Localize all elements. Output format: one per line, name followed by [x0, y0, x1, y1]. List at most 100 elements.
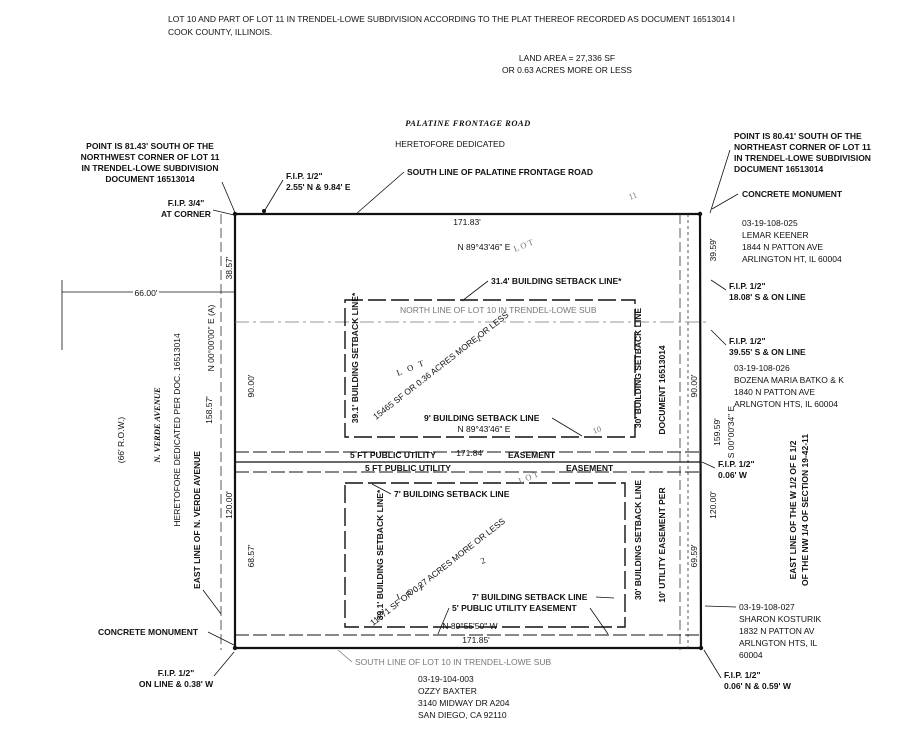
street-name: N. VERDE AVENUE — [152, 387, 162, 464]
dim-right-total: 159.59' — [712, 418, 722, 446]
fip-39-note: F.I.P. 1/2" 39.55' S & ON LINE — [729, 336, 806, 357]
setback-39-top-label: 39.1' BUILDING SETBACK LINE* — [350, 292, 360, 423]
leader-line — [709, 149, 731, 214]
concrete-monument-sw: CONCRETE MONUMENT — [98, 627, 199, 637]
setback-9-label: 9' BUILDING SETBACK LINE — [424, 413, 540, 423]
easement-line1: 5 FT PUBLIC UTILITY — [350, 450, 436, 460]
leader-line — [710, 329, 727, 346]
svg-text:EAST LINE OF THE W 1/2 OF E 1/: EAST LINE OF THE W 1/2 OF E 1/2 — [788, 440, 798, 579]
svg-text:ARLNGTON HTS, IL 60004: ARLNGTON HTS, IL 60004 — [734, 399, 838, 409]
owner-note-027: 03-19-108-027 SHARON KOSTURIK 1832 N PAT… — [739, 602, 822, 660]
lot1-setback-box — [344, 299, 636, 438]
bearing-right: S 00°00'34" E — [726, 405, 736, 458]
svg-text:2.55' N & 9.84' E: 2.55' N & 9.84' E — [286, 182, 351, 192]
svg-text:OF THE NW 1/4 OF SECTION 19-4: OF THE NW 1/4 OF SECTION 19-42-11 — [800, 434, 810, 586]
legal-description-line1: LOT 10 AND PART OF LOT 11 IN TRENDEL-LOW… — [168, 14, 735, 24]
svg-text:SAN DIEGO, CA 92110: SAN DIEGO, CA 92110 — [418, 710, 507, 720]
lot1-area: 15465 SF OR 0.36 ACRES MORE OR LESS — [371, 309, 511, 421]
leader-line — [212, 209, 235, 216]
svg-text:SHARON KOSTURIK: SHARON KOSTURIK — [739, 614, 822, 624]
svg-text:F.I.P. 1/2": F.I.P. 1/2" — [158, 668, 194, 678]
leader-line — [551, 417, 583, 437]
land-area-acres: OR 0.63 ACRES MORE OR LESS — [502, 65, 632, 75]
leader-line — [595, 596, 615, 599]
road-dedication: HERETOFORE DEDICATED — [395, 139, 505, 149]
bearing-bottom: N 89°55'50" W — [442, 621, 497, 631]
owner-note-003: 03-19-104-003 OZZY BAXTER 3140 MIDWAY DR… — [418, 674, 510, 720]
leader-line — [207, 631, 235, 646]
dim-left-68: 68.57' — [246, 544, 256, 567]
legal-description-line2: COOK COUNTY, ILLINOIS. — [168, 27, 272, 37]
svg-text:ON LINE & 0.38' W: ON LINE & 0.38' W — [139, 679, 214, 689]
leader-line — [202, 589, 222, 615]
svg-text:BOZENA MARIA BATKO & K: BOZENA MARIA BATKO & K — [734, 375, 844, 385]
dim-left-90: 90.00' — [246, 374, 256, 397]
dim-top: 171.83' — [453, 217, 481, 227]
svg-text:ARLNGTON HTS, IL: ARLNGTON HTS, IL — [739, 638, 818, 648]
svg-text:IN TRENDEL-LOWE SUBDIVISION: IN TRENDEL-LOWE SUBDIVISION — [82, 163, 219, 173]
svg-text:LEMAR KEENER: LEMAR KEENER — [742, 230, 809, 240]
dim-right-69: 69.59' — [689, 544, 699, 567]
dim-left-38: 38.57' — [224, 256, 234, 279]
lot1-number: 1 — [475, 333, 483, 344]
setback-31-label: 31.4' BUILDING SETBACK LINE* — [491, 276, 622, 286]
east-line-verde: EAST LINE OF N. VERDE AVENUE — [192, 451, 202, 589]
svg-text:03-19-108-026: 03-19-108-026 — [734, 363, 790, 373]
corner-marker-se — [698, 645, 704, 651]
lot2-setback-box — [344, 482, 626, 628]
svg-text:IN TRENDEL-LOWE SUBDIVISION: IN TRENDEL-LOWE SUBDIVISION — [734, 153, 871, 163]
setback-7-bot-label: 7' BUILDING SETBACK LINE — [472, 592, 588, 602]
land-area: LAND AREA = 27,336 SF — [519, 53, 615, 63]
pue-5-label: 5' PUBLIC UTILITY EASEMENT — [452, 603, 577, 613]
bearing-top: N 89°43'46" E — [458, 242, 511, 252]
svg-text:AT CORNER: AT CORNER — [161, 209, 211, 219]
svg-text:1832 N PATTON AV: 1832 N PATTON AV — [739, 626, 815, 636]
utility-10-label: 10' UTILITY EASEMENT PER — [657, 487, 667, 602]
setback-30-top-label: 30' BUILDING SETBACK LINE — [633, 308, 643, 428]
svg-text:NORTHWEST CORNER OF LOT 11: NORTHWEST CORNER OF LOT 11 — [81, 152, 220, 162]
leader-line — [701, 461, 716, 469]
leader-line — [337, 649, 353, 663]
svg-text:3140 MIDWAY DR A204: 3140 MIDWAY DR A204 — [418, 698, 510, 708]
lot2-number: 2 — [479, 555, 487, 566]
svg-text:03-19-104-003: 03-19-104-003 — [418, 674, 474, 684]
leader-line — [371, 483, 392, 495]
easement-line1b: EASEMENT — [508, 450, 556, 460]
lot-word-top: LOT — [512, 236, 537, 254]
fip-ne-bottom-note: F.I.P. 1/2" 0.06' N & 0.59' W — [724, 670, 792, 691]
bearing-mid: N 89°43'46" E — [458, 424, 511, 434]
ne-point-note: POINT IS 80.41' SOUTH OF THE NORTHEAST C… — [734, 131, 871, 174]
svg-text:1840 N PATTON AVE: 1840 N PATTON AVE — [734, 387, 815, 397]
concrete-monument-ne: CONCRETE MONUMENT — [742, 189, 843, 199]
svg-text:OZZY BAXTER: OZZY BAXTER — [418, 686, 477, 696]
dim-left-120: 120.00' — [224, 491, 234, 519]
svg-text:DOCUMENT 16513014: DOCUMENT 16513014 — [105, 174, 195, 184]
leader-line — [221, 181, 237, 216]
fip-corner-note: F.I.P. 3/4" AT CORNER — [161, 198, 211, 219]
setback-7-top-label: 7' BUILDING SETBACK LINE — [394, 489, 510, 499]
north-line-lot10-label: NORTH LINE OF LOT 10 IN TRENDEL-LOWE SUB — [400, 305, 597, 315]
leader-line — [213, 651, 235, 677]
owner-note-026: 03-19-108-026 BOZENA MARIA BATKO & K 184… — [734, 363, 844, 409]
svg-text:ARLINGTON HT, IL 60004: ARLINGTON HT, IL 60004 — [742, 254, 842, 264]
svg-text:03-19-108-027: 03-19-108-027 — [739, 602, 795, 612]
svg-text:1844 N PATTON AVE: 1844 N PATTON AVE — [742, 242, 823, 252]
leader-line — [589, 607, 609, 635]
setback-39-bot-label: 39.1' BUILDING SETBACK LINE* — [375, 489, 385, 620]
fip-sw-note: F.I.P. 1/2" ON LINE & 0.38' W — [139, 668, 214, 689]
corner-marker-nw — [232, 211, 238, 217]
svg-text:18.08' S & ON LINE: 18.08' S & ON LINE — [729, 292, 806, 302]
utility-doc-label: DOCUMENT 16513014 — [657, 345, 667, 435]
svg-text:F.I.P. 1/2": F.I.P. 1/2" — [718, 459, 754, 469]
svg-text:F.I.P. 1/2": F.I.P. 1/2" — [729, 336, 765, 346]
iron-pipe-marker — [262, 209, 266, 213]
svg-text:39.55' S & ON LINE: 39.55' S & ON LINE — [729, 347, 806, 357]
lot10-number: 10 — [591, 423, 603, 435]
leader-line — [437, 607, 450, 635]
fip-18-note: F.I.P. 1/2" 18.08' S & ON LINE — [729, 281, 806, 302]
svg-text:POINT IS 81.43' SOUTH OF THE: POINT IS 81.43' SOUTH OF THE — [86, 141, 214, 151]
leader-line — [264, 179, 284, 211]
dim-bottom: 171.85' — [462, 635, 490, 645]
leader-line — [710, 279, 727, 291]
